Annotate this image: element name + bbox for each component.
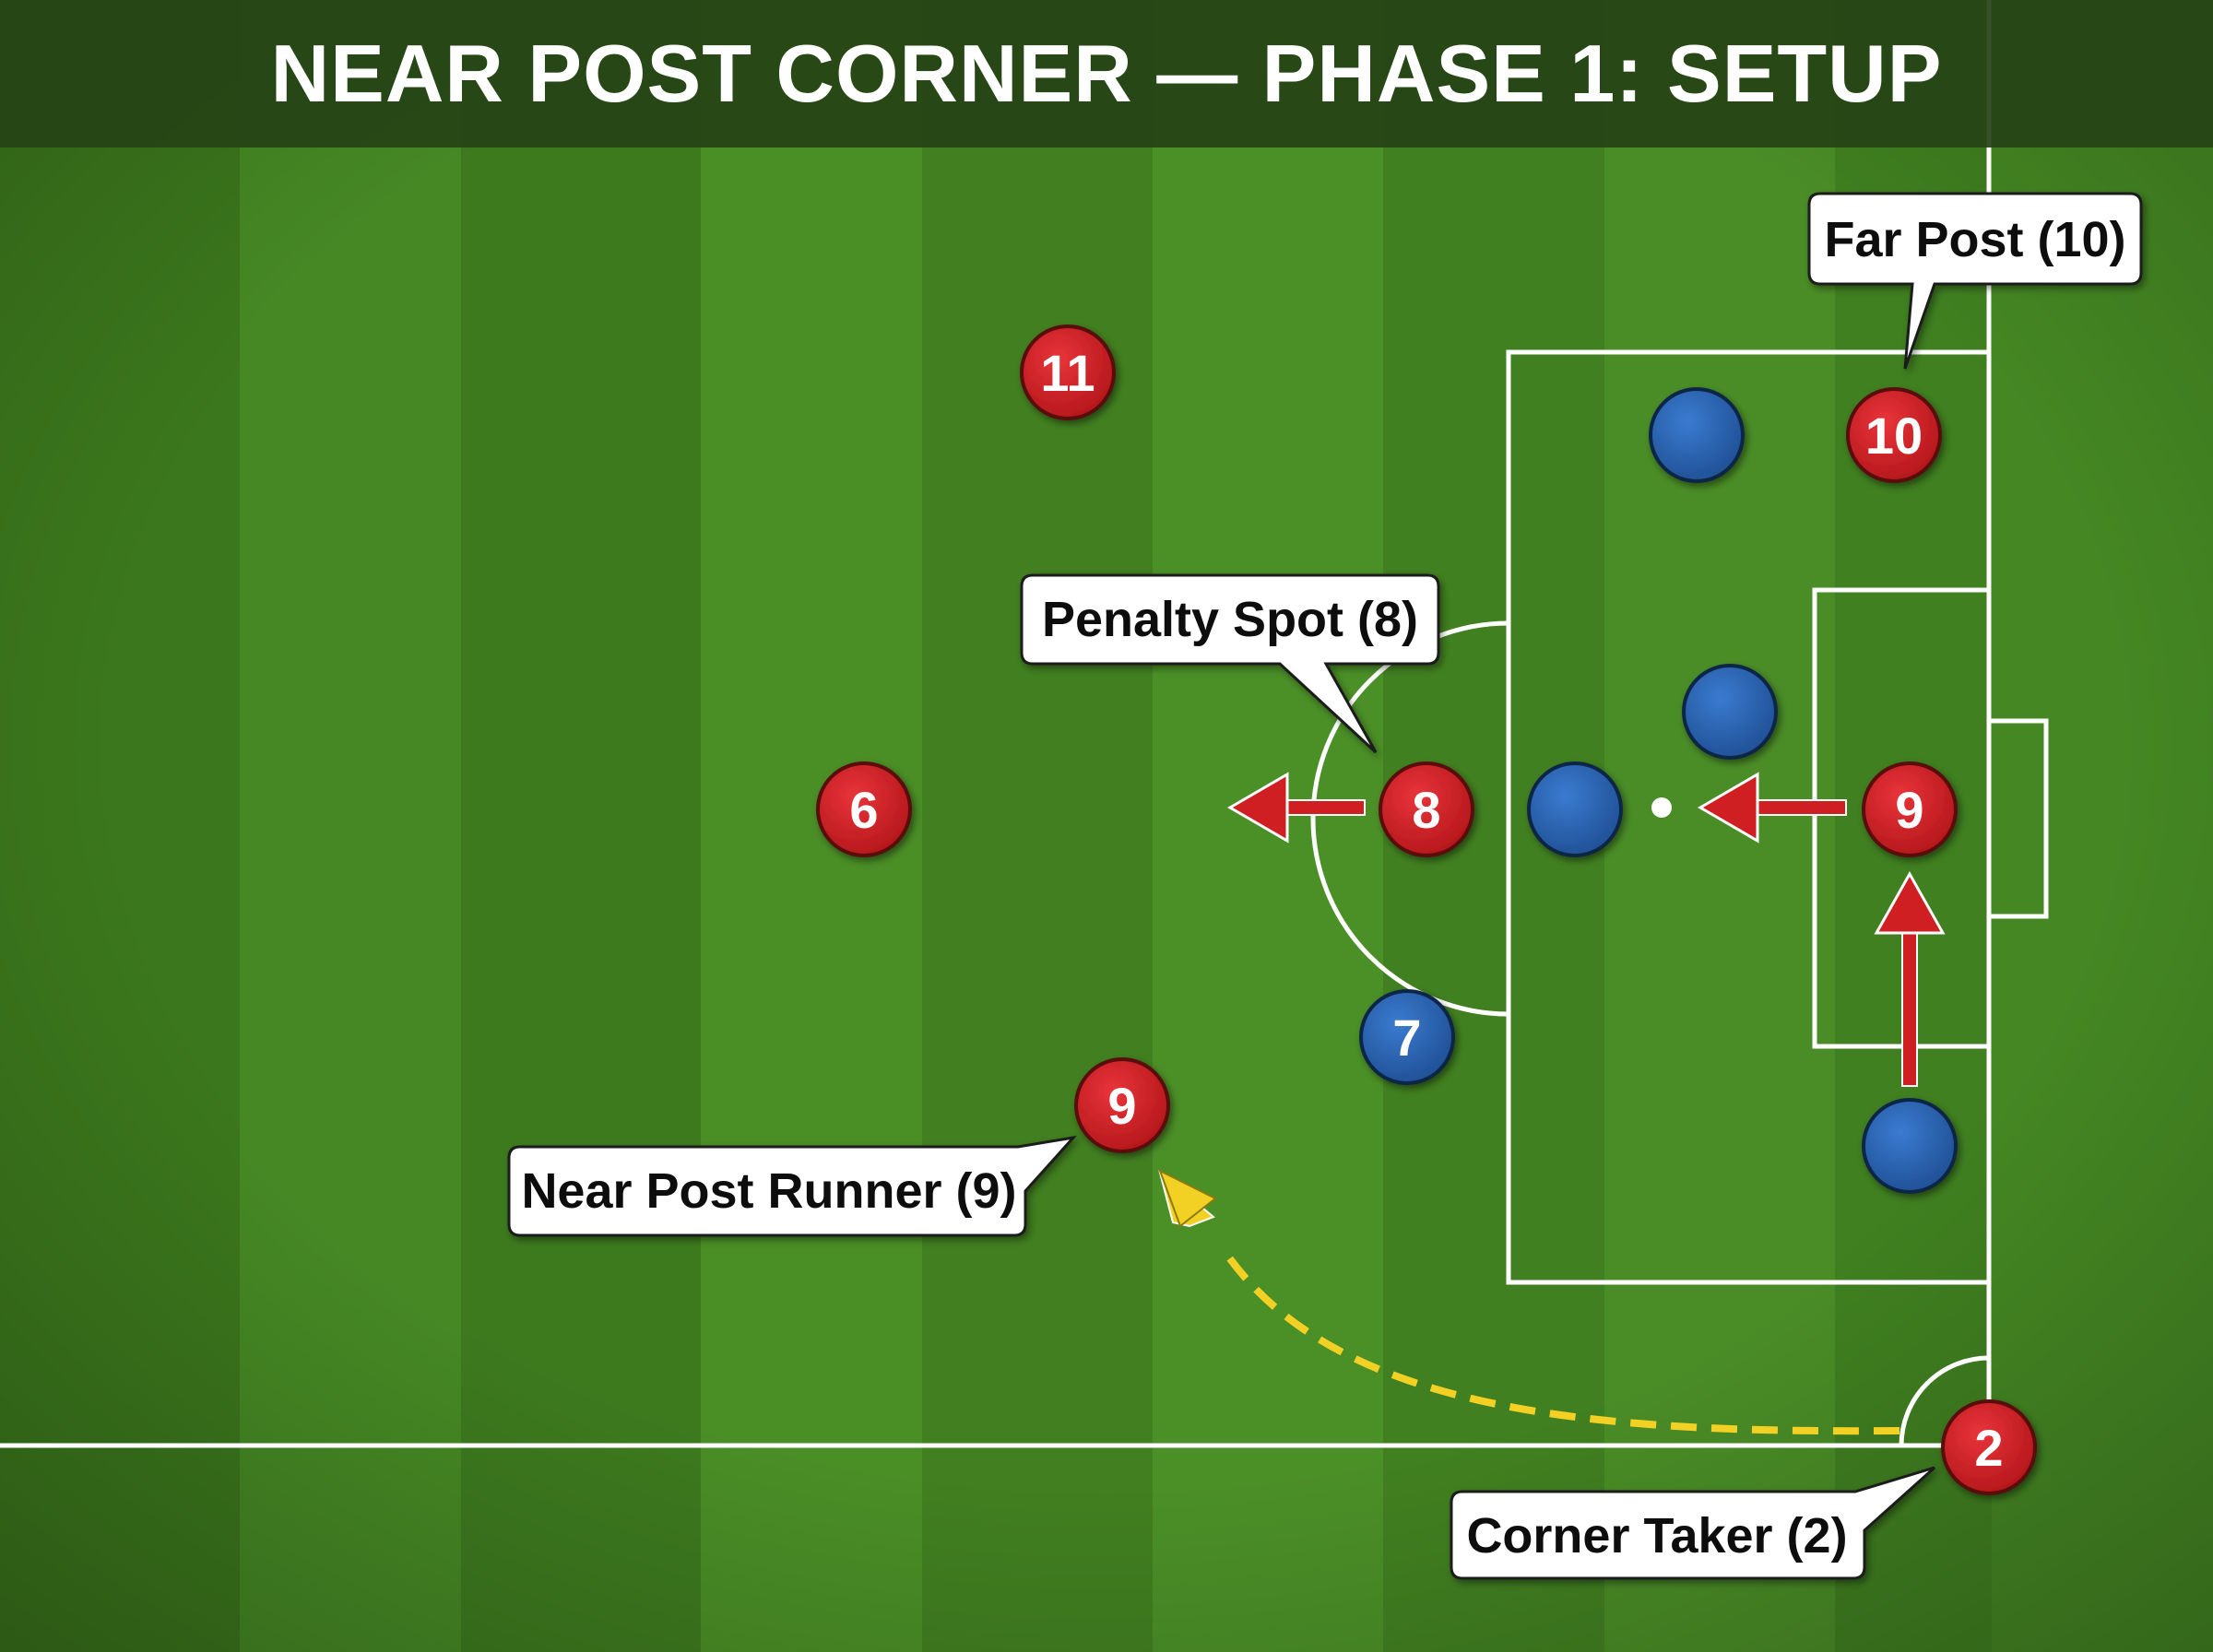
- pitch-markings: [0, 0, 2049, 1448]
- svg-text:9: 9: [1107, 1077, 1136, 1135]
- run-arrow-up-to-9: [1874, 870, 1946, 1087]
- attacker-marker-9-box: 9: [1862, 761, 1958, 857]
- svg-text:10: 10: [1865, 407, 1923, 465]
- penalty-spot: [1651, 797, 1672, 818]
- svg-text:7: 7: [1392, 1009, 1421, 1067]
- attacker-marker-11: 11: [1020, 324, 1116, 420]
- svg-text:Corner Taker (2): Corner Taker (2): [1466, 1508, 1847, 1564]
- svg-text:6: 6: [849, 781, 878, 839]
- attacker-marker-8: 8: [1379, 761, 1474, 857]
- page-title: NEAR POST CORNER — PHASE 1: SETUP: [271, 28, 1943, 119]
- defender-marker: [1649, 387, 1745, 483]
- svg-text:2: 2: [1974, 1419, 2003, 1477]
- goal: [1986, 718, 2049, 919]
- defender-marker: [1527, 761, 1623, 857]
- defender-marker: [1862, 1098, 1958, 1194]
- run-arrow-8-left: [1227, 772, 1366, 844]
- attacker-marker-2: 2: [1941, 1399, 2037, 1495]
- svg-text:11: 11: [1040, 344, 1095, 402]
- callout-penalty-spot: Penalty Spot (8): [1020, 573, 1440, 754]
- attacker-marker-9-runner: 9: [1074, 1057, 1170, 1153]
- svg-text:Near Post Runner (9): Near Post Runner (9): [521, 1163, 1016, 1219]
- callout-far-post: Far Post (10): [1807, 192, 2143, 370]
- run-arrow-9-left: [1698, 772, 1847, 844]
- corner-arc: [1899, 1355, 1990, 1446]
- callout-near-post-runner: Near Post Runner (9): [507, 1135, 1077, 1237]
- svg-text:9: 9: [1895, 781, 1923, 839]
- svg-text:Penalty Spot (8): Penalty Spot (8): [1042, 592, 1418, 647]
- defenders: 7: [1359, 387, 1958, 1194]
- attacker-marker-10: 10: [1846, 387, 1942, 483]
- attacker-marker-6: 6: [816, 761, 912, 857]
- ball-path-arrow: [1158, 1168, 1900, 1435]
- defender-marker-7: 7: [1359, 989, 1455, 1085]
- title-bar: NEAR POST CORNER — PHASE 1: SETUP: [0, 0, 2213, 148]
- svg-text:8: 8: [1412, 781, 1440, 839]
- svg-text:Far Post (10): Far Post (10): [1824, 212, 2125, 267]
- callout-corner-taker: Corner Taker (2): [1450, 1466, 1936, 1580]
- attackers: 11 10 6 8 9 9 2: [816, 324, 2037, 1495]
- run-arrows: [1227, 772, 1946, 1087]
- callouts: Far Post (10) Penalty Spot (8) Near Post…: [507, 192, 2143, 1580]
- defender-marker: [1682, 664, 1778, 760]
